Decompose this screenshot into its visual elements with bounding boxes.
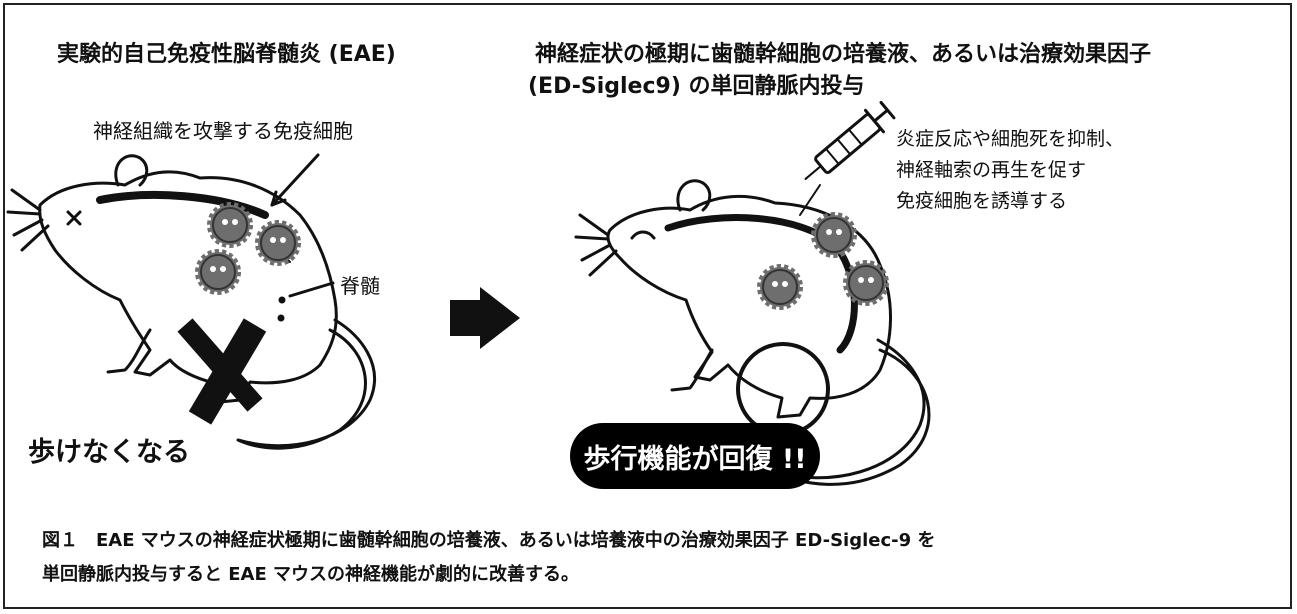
figure-frame — [3, 3, 1292, 609]
immune-cells-right — [757, 212, 889, 310]
figure-caption-line2: 単回静脈内投与すると EAE マウスの神経機能が劇的に改善する。 — [42, 564, 580, 585]
recovery-badge: 歩行機能が回復 !! — [570, 423, 820, 489]
sick-mouse-illustration — [6, 153, 376, 450]
right-panel-title-line1: 神経症状の極期に歯髄幹細胞の培養液、あるいは治療効果因子 — [535, 42, 1152, 67]
effect-item: 神経軸索の再生を促す — [896, 159, 1087, 181]
spinal-cord-label: 脊髄 — [340, 274, 380, 298]
immune-cell-label: 神経組織を攻撃する免疫細胞 — [93, 119, 353, 143]
figure-caption-line1: 図１ EAE マウスの神経症状極期に歯髄幹細胞の培養液、あるいは培養液中の治療効… — [42, 530, 936, 551]
effect-item: 免疫細胞を誘導する — [896, 190, 1068, 212]
transition-arrow — [450, 287, 520, 349]
immune-cells-left — [195, 202, 301, 295]
right-panel-title-line2: (ED-Siglec9) の単回静脈内投与 — [528, 74, 865, 99]
left-panel-title: 実験的自己免疫性脳脊髄炎 (EAE) — [57, 42, 396, 67]
cannot-walk-label: 歩けなくなる — [28, 437, 190, 468]
big-x-mark — [177, 318, 267, 425]
effect-item: 炎症反応や細胞死を抑制、 — [896, 128, 1125, 150]
